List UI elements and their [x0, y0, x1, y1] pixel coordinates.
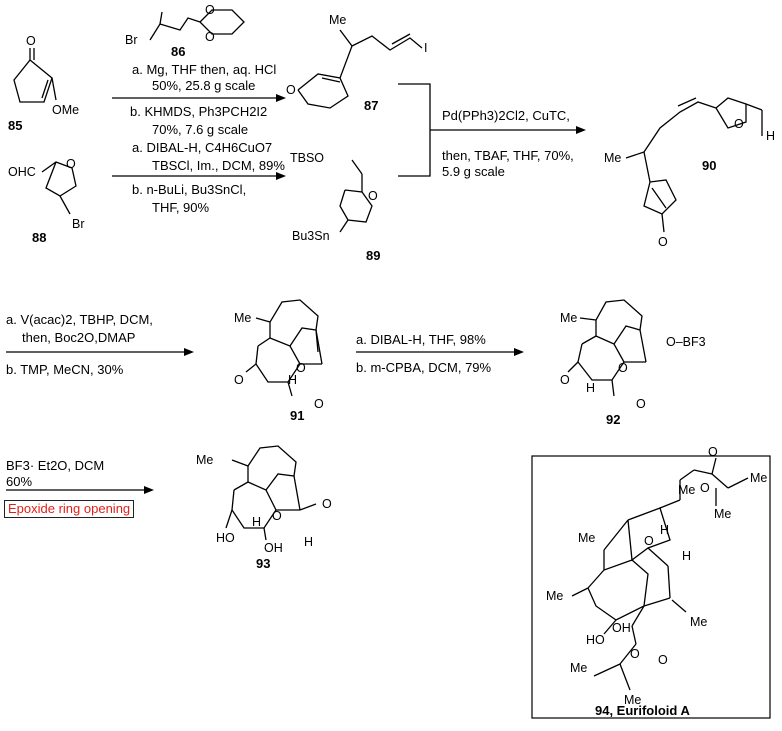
atom-br: Br [125, 33, 138, 47]
compound-92-structure: Me O H O O O–BF3 [560, 299, 706, 411]
atom-o: O [368, 189, 378, 203]
atom-o: O [322, 497, 332, 511]
atom-tbso: TBSO [290, 151, 324, 165]
atom-ho: HO [216, 531, 235, 545]
atom-h: H [288, 373, 297, 387]
atom-me: Me [678, 483, 695, 497]
atom-o: O [296, 361, 306, 375]
atom-h: H [586, 381, 595, 395]
atom-h: H [766, 129, 775, 143]
step2-b-line1: b. n-BuLi, Bu3SnCl, [132, 182, 247, 197]
compound-90-label: 90 [702, 158, 717, 173]
atom-o: O [205, 3, 215, 17]
compound-87-structure: O Me I [286, 13, 427, 109]
atom-h: H [660, 523, 669, 537]
step2-a-line1: a. DIBAL-H, C4H6CuO7 [132, 140, 273, 155]
atom-o: O [26, 34, 36, 48]
compound-88-structure: OHC O Br [8, 157, 85, 231]
atom-bu3sn: Bu3Sn [292, 229, 330, 243]
atom-o: O [66, 157, 76, 171]
atom-h: H [304, 535, 313, 549]
atom-me: Me [234, 311, 251, 325]
step3-line3: 5.9 g scale [442, 164, 505, 179]
atom-o: O [636, 397, 646, 411]
atom-o: O [314, 397, 324, 411]
compound-94-label: 94, Eurifoloid A [595, 703, 690, 718]
compound-91-label: 91 [290, 408, 305, 423]
atom-me: Me [624, 693, 641, 707]
compound-85-label: 85 [8, 118, 23, 133]
atom-o: O [272, 509, 282, 523]
compound-92-label: 92 [606, 412, 621, 427]
atom-h: H [682, 549, 691, 563]
atom-oh: OH [264, 541, 283, 555]
atom-me: Me [546, 589, 563, 603]
step4-a-line1: a. V(acac)2, TBHP, DCM, [6, 312, 153, 327]
compound-88-label: 88 [32, 230, 47, 245]
compound-94-structure: Me Me Me O O Me Me O H H HO OH Me O O Me… [546, 445, 767, 707]
compound-85-structure: O OMe [13, 34, 79, 117]
atom-me: Me [714, 507, 731, 521]
atom-o: O [658, 653, 668, 667]
step3-line2: then, TBAF, THF, 70%, [442, 148, 574, 163]
atom-o: O [708, 445, 718, 459]
step6-note: Epoxide ring opening [4, 500, 135, 518]
step1-b-line2: 70%, 7.6 g scale [152, 122, 249, 137]
step2-a-line2: TBSCl, Im., DCM, 89% [152, 158, 285, 173]
step5-a-line1: a. DIBAL-H, THF, 98% [356, 332, 486, 347]
atom-me: Me [570, 661, 587, 675]
atom-ome: OMe [52, 103, 79, 117]
step1-a-line1: a. Mg, THF then, aq. HCl [132, 62, 277, 77]
atom-o: O [286, 83, 296, 97]
compound-87-label: 87 [364, 98, 379, 113]
atom-me: Me [329, 13, 346, 27]
step5-b-line1: b. m-CPBA, DCM, 79% [356, 360, 492, 375]
atom-oh: OH [612, 621, 631, 635]
compound-86-label: 86 [171, 44, 186, 59]
step6-line2: 60% [6, 474, 33, 489]
atom-me: Me [690, 615, 707, 629]
atom-h: H [252, 515, 261, 529]
atom-o: O [700, 481, 710, 495]
step6-line1: BF3· Et2O, DCM [6, 458, 105, 473]
step4-b-line1: b. TMP, MeCN, 30% [6, 362, 124, 377]
compound-89-structure: TBSO O Bu3Sn [290, 151, 378, 243]
atom-ohc: OHC [8, 165, 36, 179]
atom-me: Me [604, 151, 621, 165]
atom-br: Br [72, 217, 85, 231]
atom-o: O [658, 235, 668, 249]
step1-a-line2: 50%, 25.8 g scale [152, 78, 256, 93]
compound-89-label: 89 [366, 248, 381, 263]
step3-line1: Pd(PPh3)2Cl2, CuTC, [442, 108, 570, 123]
step4-a-line2: then, Boc2O,DMAP [22, 330, 136, 345]
compound-86-structure: Br O O [125, 3, 245, 47]
atom-i: I [424, 41, 427, 55]
atom-ho: HO [586, 633, 605, 647]
compound-93-label: 93 [256, 556, 271, 571]
atom-o: O [644, 534, 654, 548]
atom-o: O [205, 30, 215, 44]
atom-o: O [618, 361, 628, 375]
compound-90-structure: Me O O H [604, 97, 775, 249]
atom-o: O [560, 373, 570, 387]
step2-b-line2: THF, 90% [152, 200, 210, 215]
atom-o: O [734, 117, 744, 131]
atom-o: O [630, 647, 640, 661]
atom-me: Me [196, 453, 213, 467]
atom-me: Me [560, 311, 577, 325]
atom-me: Me [578, 531, 595, 545]
atom-me: Me [750, 471, 767, 485]
compound-93-structure: Me HO H O O OH H [196, 445, 332, 555]
atom-obf3: O–BF3 [666, 335, 706, 349]
step1-b-line1: b. KHMDS, Ph3PCH2I2 [130, 104, 268, 119]
compound-94-frame [531, 455, 771, 719]
reaction-arrows [6, 83, 586, 494]
atom-o: O [234, 373, 244, 387]
compound-91-structure: Me O H O O [234, 299, 324, 411]
